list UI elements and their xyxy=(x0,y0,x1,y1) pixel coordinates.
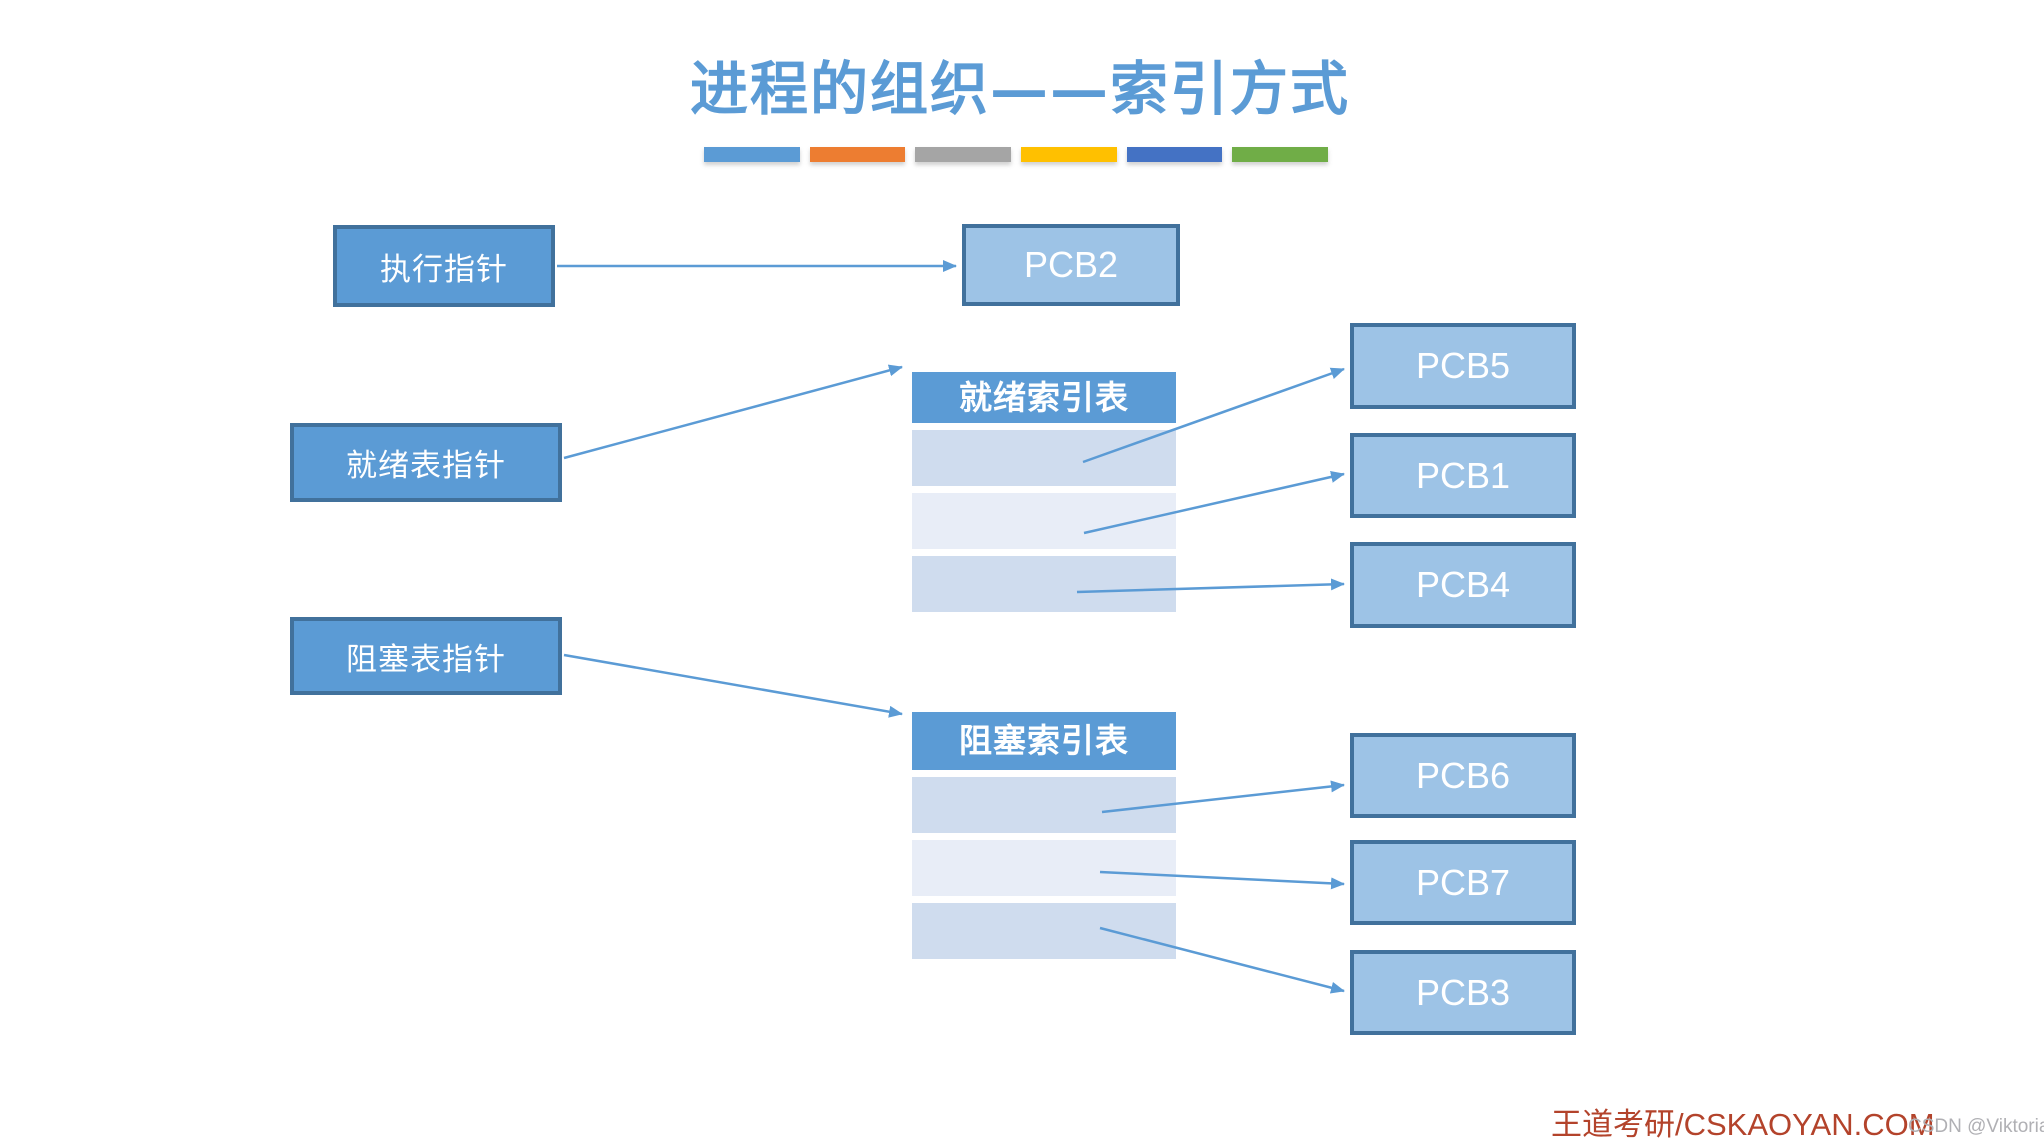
divider-bar-orange xyxy=(809,147,906,162)
pcb7-box: PCB7 xyxy=(1350,840,1576,925)
brand-watermark: 王道考研/CSKAOYAN.COM xyxy=(1551,1107,1935,1142)
pcb1-box: PCB1 xyxy=(1350,433,1576,518)
exec-pointer-box: 执行指针 xyxy=(333,225,555,307)
ready-index-row-3 xyxy=(912,556,1176,612)
blocked-index-row-2 xyxy=(912,840,1176,896)
pcb6-box: PCB6 xyxy=(1350,733,1576,818)
csdn-watermark: CSDN @Viktoriae xyxy=(1908,1116,2044,1137)
arrow-blockedptr-to-table xyxy=(563,653,903,718)
ready-index-row-1 xyxy=(912,430,1176,486)
divider-bar-yellow xyxy=(1021,147,1117,162)
arrow-readyptr-to-table xyxy=(563,364,903,460)
ready-index-table: 就绪索引表 xyxy=(912,372,1176,612)
blocked-index-row-3 xyxy=(912,903,1176,959)
divider-bar-gray xyxy=(915,147,1012,162)
ready-list-pointer-box: 就绪表指针 xyxy=(290,423,562,502)
pcb5-box: PCB5 xyxy=(1350,323,1576,409)
ready-index-table-header: 就绪索引表 xyxy=(912,372,1176,423)
ready-index-row-2 xyxy=(912,493,1176,549)
divider-bars xyxy=(704,147,1329,162)
pcb3-box: PCB3 xyxy=(1350,950,1576,1035)
divider-bar-darkblue xyxy=(1126,147,1223,162)
blocked-list-pointer-box: 阻塞表指针 xyxy=(290,617,562,695)
divider-bar-blue xyxy=(704,147,800,162)
blocked-index-table-header: 阻塞索引表 xyxy=(912,712,1176,770)
pcb4-box: PCB4 xyxy=(1350,542,1576,628)
blocked-index-row-1 xyxy=(912,777,1176,833)
divider-bar-green xyxy=(1232,147,1329,162)
blocked-index-table: 阻塞索引表 xyxy=(912,712,1176,959)
slide-title: 进程的组织——索引方式 xyxy=(689,55,1350,123)
pcb2-box: PCB2 xyxy=(962,224,1180,306)
